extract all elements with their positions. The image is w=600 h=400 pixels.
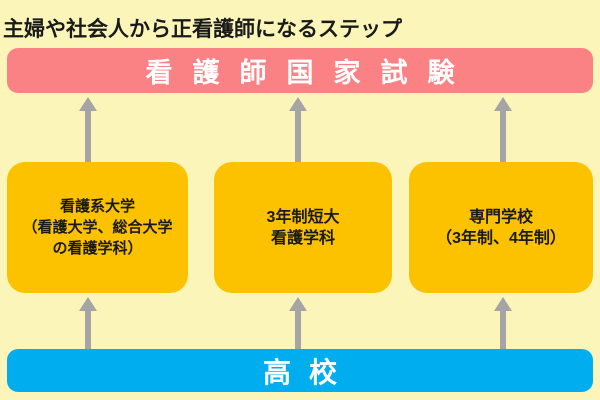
- arrow-shaft: [500, 111, 506, 163]
- arrow-shaft: [85, 311, 91, 350]
- school-line: （3年制、4年制）: [436, 229, 566, 247]
- school-box-text: 3年制短大 看護学科: [267, 207, 340, 249]
- up-arrow-icon: [494, 97, 512, 163]
- arrow-shaft: [85, 111, 91, 163]
- school-line: 看護学科: [270, 229, 335, 247]
- arrow-head: [79, 97, 97, 111]
- school-line: 看護系大学: [59, 198, 135, 215]
- school-line: 専門学校: [468, 208, 533, 226]
- school-box-text: 専門学校 （3年制、4年制）: [436, 207, 566, 249]
- school-box-text: 看護系大学 （看護大学、総合大学 の看護学科）: [22, 196, 172, 259]
- arrow-head: [289, 297, 307, 311]
- school-line: 3年制短大: [266, 208, 340, 226]
- up-arrow-icon: [289, 97, 307, 163]
- highschool-banner: 高校: [7, 349, 593, 392]
- arrow-shaft: [500, 311, 506, 350]
- exam-banner-label: 看護師国家試験: [145, 58, 475, 88]
- school-box-vocational-school: 専門学校 （3年制、4年制）: [409, 162, 593, 293]
- school-box-junior-college: 3年制短大 看護学科: [214, 162, 392, 293]
- arrow-shaft: [295, 111, 301, 163]
- school-line: （看護大学、総合大学: [22, 219, 173, 236]
- arrow-head: [494, 297, 512, 311]
- page-title: 主婦や社会人から正看護師になるステップ: [3, 18, 402, 41]
- arrow-head: [289, 97, 307, 111]
- exam-banner: 看護師国家試験: [7, 48, 593, 93]
- up-arrow-icon: [494, 297, 512, 350]
- up-arrow-icon: [79, 297, 97, 350]
- school-line: の看護学科）: [52, 240, 143, 257]
- up-arrow-icon: [289, 297, 307, 350]
- school-box-nursing-university: 看護系大学 （看護大学、総合大学 の看護学科）: [7, 162, 188, 293]
- arrow-shaft: [295, 311, 301, 350]
- highschool-banner-label: 高校: [262, 356, 355, 388]
- arrow-head: [494, 97, 512, 111]
- up-arrow-icon: [79, 97, 97, 163]
- arrow-head: [79, 297, 97, 311]
